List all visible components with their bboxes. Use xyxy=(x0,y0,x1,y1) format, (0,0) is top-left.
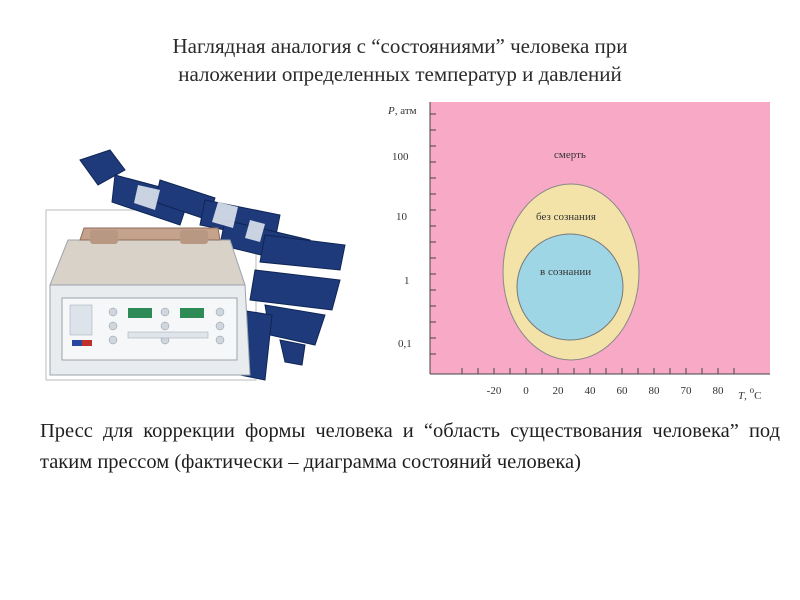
slide-caption: Пресс для коррекции формы человека и “об… xyxy=(40,420,780,473)
y-axis-title: P, атм xyxy=(387,105,417,117)
region-label-death: смерть xyxy=(554,149,586,161)
state-diagram: смерть без сознания в сознании P, атм 10… xyxy=(387,102,770,402)
x-tick-labels: -20 0 20 40 60 80 70 80 xyxy=(487,385,724,397)
y-tick-10: 10 xyxy=(396,211,408,223)
conscious-region xyxy=(516,233,624,341)
x-tick-label: 70 xyxy=(681,385,693,397)
y-tick-100: 100 xyxy=(392,151,409,163)
region-label-unconscious: без сознания xyxy=(536,211,596,223)
x-tick-label: 60 xyxy=(617,385,629,397)
x-axis-ticks xyxy=(461,368,735,374)
x-tick-label: 80 xyxy=(713,385,725,397)
region-label-conscious: в сознании xyxy=(540,266,591,278)
slide-title: Наглядная аналогия с “состояниями” челов… xyxy=(40,32,760,88)
y-axis-ticks xyxy=(430,113,436,355)
x-tick-label: 40 xyxy=(585,385,597,397)
y-tick-0-1: 0,1 xyxy=(398,338,412,350)
title-line-1: Наглядная аналогия с “состояниями” челов… xyxy=(172,34,628,58)
y-tick-1: 1 xyxy=(404,275,410,287)
x-tick-label: -20 xyxy=(487,385,502,397)
press-device-image xyxy=(45,149,346,381)
x-tick-label: 0 xyxy=(523,385,529,397)
x-axis-title: T, oС xyxy=(738,385,761,402)
title-line-2: наложении определенных температур и давл… xyxy=(178,62,622,86)
x-tick-label: 80 xyxy=(649,385,661,397)
x-tick-label: 20 xyxy=(553,385,565,397)
compression-sleeves xyxy=(79,149,346,381)
device-body xyxy=(49,227,251,376)
